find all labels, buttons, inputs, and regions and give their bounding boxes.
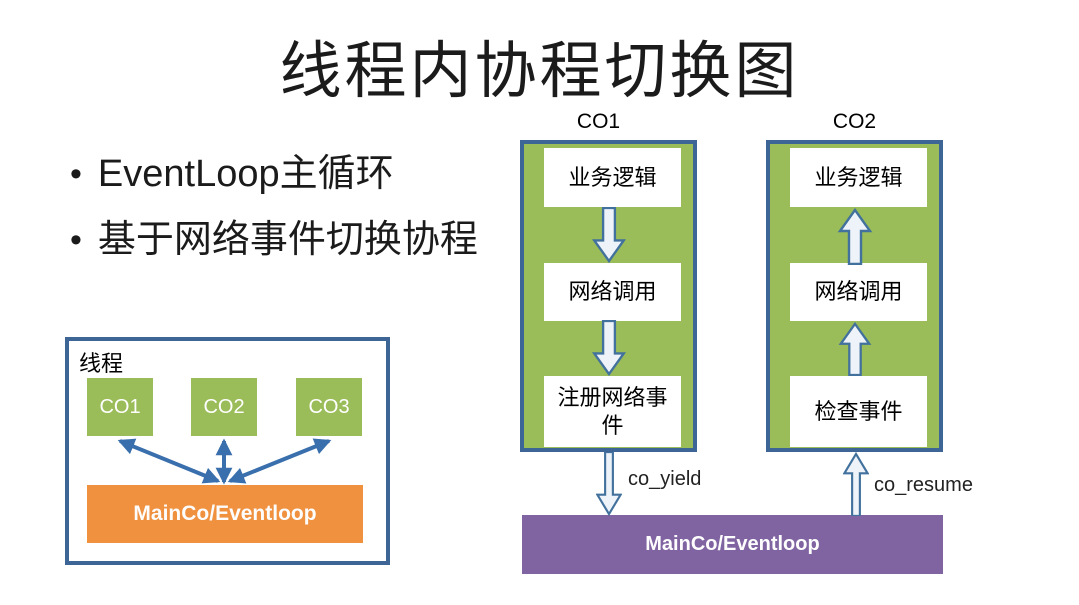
co-resume-label: co_resume — [874, 474, 973, 496]
co1-step-register-event: 注册网络事件 — [544, 376, 681, 447]
down-arrow-icon — [591, 207, 627, 263]
coroutine-box-co3: CO3 — [296, 378, 362, 436]
co1-flow-column: 业务逻辑 网络调用 注册网络事件 — [520, 140, 697, 452]
co-yield-down-arrow-icon — [596, 452, 622, 516]
co2-step-network-call: 网络调用 — [790, 263, 927, 321]
down-arrow-icon — [591, 320, 627, 376]
co2-column-label: CO2 — [832, 110, 877, 133]
coroutine-box-co2: CO2 — [191, 378, 257, 436]
co1-step-business-logic: 业务逻辑 — [544, 148, 681, 207]
thread-label: 线程 — [79, 351, 124, 376]
mainco-eventloop-box: MainCo/Eventloop — [87, 485, 363, 543]
co2-flow-column: 业务逻辑 网络调用 检查事件 — [766, 140, 943, 452]
up-arrow-icon — [837, 208, 873, 265]
mainco-eventloop-bar: MainCo/Eventloop — [522, 515, 943, 574]
co2-step-business-logic: 业务逻辑 — [790, 148, 927, 207]
co2-step-check-event: 检查事件 — [790, 376, 927, 447]
co1-column-label: CO1 — [576, 110, 621, 133]
bullet-item-eventloop: • EventLoop主循环 — [70, 148, 394, 200]
bidirectional-arrows-icon — [117, 438, 332, 485]
bullet-item-switch: • 基于网络事件切换协程 — [70, 214, 478, 266]
bullet-dot: • — [70, 155, 82, 193]
bullet-dot: • — [70, 221, 82, 259]
co-yield-label: co_yield — [628, 468, 702, 490]
bullet-text: EventLoop主循环 — [97, 153, 394, 195]
thread-diagram: 线程 CO1 CO2 CO3 MainCo/Eventloop — [65, 337, 390, 565]
bullet-text: 基于网络事件切换协程 — [97, 219, 478, 261]
slide-title: 线程内协程切换图 — [279, 34, 800, 107]
up-arrow-icon — [837, 322, 873, 376]
coroutine-box-co1: CO1 — [87, 378, 153, 436]
co-resume-up-arrow-icon — [843, 452, 869, 516]
co1-step-network-call: 网络调用 — [544, 263, 681, 321]
